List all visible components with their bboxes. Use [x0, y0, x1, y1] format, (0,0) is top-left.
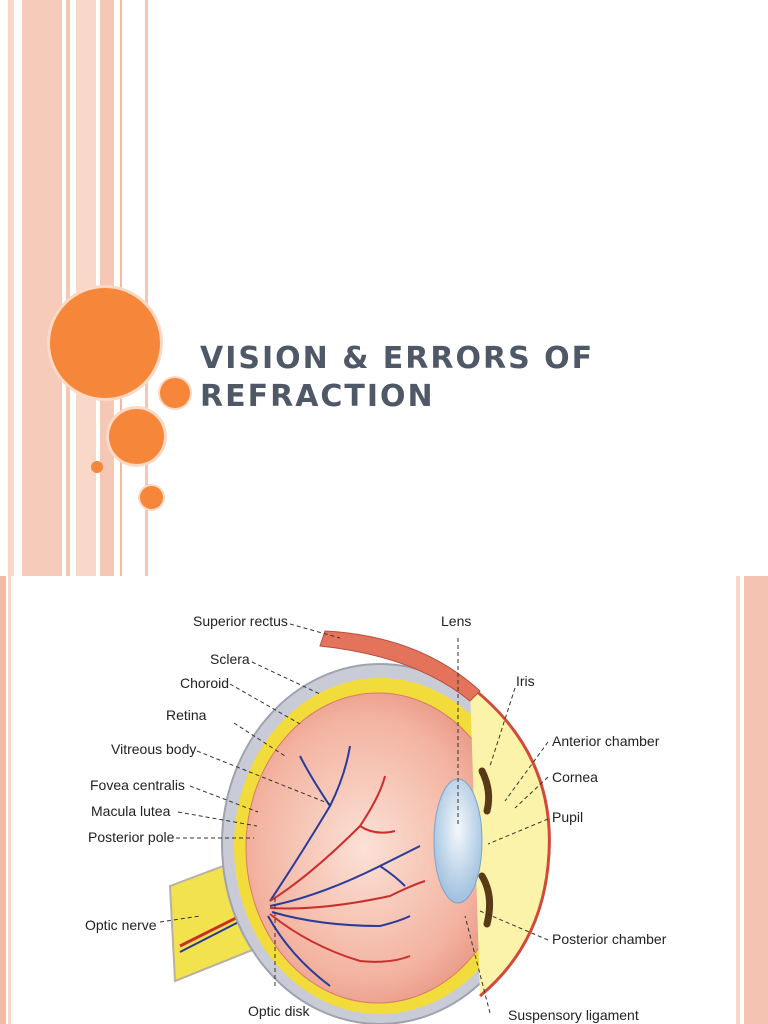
title-line-1: VISION & ERRORS OF — [200, 341, 595, 376]
iris-shape — [478, 872, 494, 928]
label-posterior-pole: Posterior pole — [88, 829, 175, 845]
decor-circle-large — [50, 288, 160, 398]
label-sclera: Sclera — [210, 651, 250, 667]
label-macula-lutea: Macula lutea — [91, 803, 171, 819]
decor-stripe — [8, 576, 11, 1024]
label-choroid: Choroid — [180, 675, 229, 691]
decor-stripe — [120, 0, 122, 576]
label-lens: Lens — [441, 613, 471, 629]
label-vitreous-body: Vitreous body — [111, 741, 196, 757]
slide-title: VISION & ERRORS OF REFRACTION — [200, 340, 720, 416]
label-suspensory-ligament: Suspensory ligament — [508, 1007, 639, 1023]
decor-stripe — [76, 0, 96, 576]
label-optic-nerve: Optic nerve — [85, 917, 157, 933]
decor-stripe — [8, 0, 14, 576]
decor-stripe — [145, 0, 148, 576]
label-cornea: Cornea — [552, 769, 598, 785]
label-anterior-chamber: Anterior chamber — [552, 733, 660, 749]
label-optic-disk: Optic disk — [248, 1003, 310, 1019]
decor-circle-medium — [109, 409, 164, 464]
decor-circle-tiny — [91, 461, 103, 473]
retinal-vessels — [267, 745, 426, 987]
lens-shape — [433, 778, 483, 904]
superior-rectus-shape — [319, 630, 481, 702]
label-posterior-chamber: Posterior chamber — [552, 931, 667, 947]
label-retina: Retina — [166, 707, 207, 723]
iris-shape — [478, 767, 493, 815]
decor-stripe — [22, 0, 62, 576]
eye-diagram: Superior rectus Sclera Choroid Retina Vi… — [85, 613, 667, 1024]
decor-circle-small — [160, 378, 190, 408]
decor-stripe — [744, 576, 768, 1024]
decor-stripe — [66, 0, 70, 576]
label-superior-rectus: Superior rectus — [193, 613, 288, 629]
decor-circle-small — [140, 486, 163, 509]
decor-stripe — [0, 576, 6, 1024]
decor-stripe — [736, 576, 740, 1024]
label-iris: Iris — [516, 673, 535, 689]
title-line-2: REFRACTION — [200, 379, 435, 414]
title-slide: VISION & ERRORS OF REFRACTION — [8, 0, 720, 576]
label-pupil: Pupil — [552, 809, 583, 825]
eye-anatomy-slide: Superior rectus Sclera Choroid Retina Vi… — [0, 576, 768, 1024]
label-fovea-centralis: Fovea centralis — [90, 777, 185, 793]
